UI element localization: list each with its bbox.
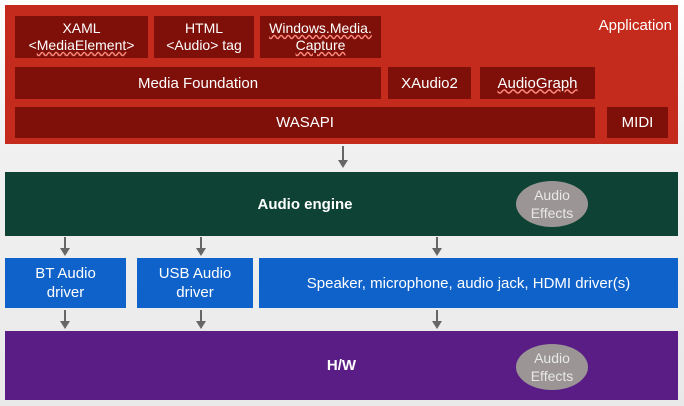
speaker-driver-label: Speaker, microphone, audio jack, HDMI dr… — [306, 274, 631, 292]
html-label: HTML — [184, 20, 224, 36]
xaml-label: XAML — [62, 20, 101, 36]
hw-audio-effects: Audio Effects — [516, 344, 588, 390]
xaml-bracket-open: < — [28, 37, 37, 53]
arrow-speaker-to-hw — [432, 310, 442, 329]
bt-driver-line2: driver — [46, 284, 85, 301]
application-label: Application — [598, 17, 672, 34]
engine-audio-effects: Audio Effects — [516, 181, 588, 227]
arrow-app-to-engine — [338, 146, 348, 168]
windows-media-capture-box: Windows.Media. Capture — [260, 16, 381, 58]
audio-tag-label: <Audio> tag — [166, 37, 242, 53]
hw-effects-line1: Audio — [534, 350, 570, 366]
capture-label-line2: Capture — [295, 37, 346, 53]
capture-label-line1: Windows.Media. — [269, 20, 372, 36]
bt-driver-line1: BT Audio — [35, 265, 96, 282]
arrow-engine-to-usb — [196, 237, 206, 256]
bt-audio-driver: BT Audio driver — [5, 258, 126, 308]
midi-label: MIDI — [621, 114, 654, 131]
usb-audio-driver: USB Audio driver — [137, 258, 253, 308]
arrow-engine-to-speaker — [432, 237, 442, 256]
xaml-mediaelement-name: MediaElement — [36, 37, 127, 53]
usb-driver-line2: driver — [176, 284, 214, 301]
engine-effects-line2: Effects — [530, 205, 574, 221]
xaml-mediaelement-box: XAML <MediaElement> — [15, 16, 148, 58]
xaml-bracket-close: > — [126, 37, 135, 53]
audio-engine-title: Audio engine — [257, 195, 353, 213]
arrow-engine-to-bt — [60, 237, 70, 256]
speaker-mic-jack-hdmi-driver: Speaker, microphone, audio jack, HDMI dr… — [259, 258, 678, 308]
wasapi-box: WASAPI — [15, 107, 595, 138]
wasapi-label: WASAPI — [276, 114, 334, 131]
usb-driver-line1: USB Audio — [158, 265, 232, 282]
audiograph-label: AudioGraph — [497, 74, 578, 92]
engine-effects-line1: Audio — [534, 187, 570, 203]
midi-box: MIDI — [607, 107, 668, 138]
hardware-title: H/W — [326, 357, 357, 374]
xaudio2-label: XAudio2 — [401, 74, 458, 92]
xaudio2-box: XAudio2 — [388, 67, 471, 99]
arrow-usb-to-hw — [196, 310, 206, 329]
media-foundation-label: Media Foundation — [137, 74, 259, 92]
html-audio-box: HTML <Audio> tag — [154, 16, 254, 58]
audiograph-box: AudioGraph — [480, 67, 595, 99]
media-foundation-box: Media Foundation — [15, 67, 381, 99]
arrow-bt-to-hw — [60, 310, 70, 329]
xaml-mediaelement-line: <MediaElement> — [29, 37, 135, 54]
hw-effects-line2: Effects — [530, 368, 574, 384]
